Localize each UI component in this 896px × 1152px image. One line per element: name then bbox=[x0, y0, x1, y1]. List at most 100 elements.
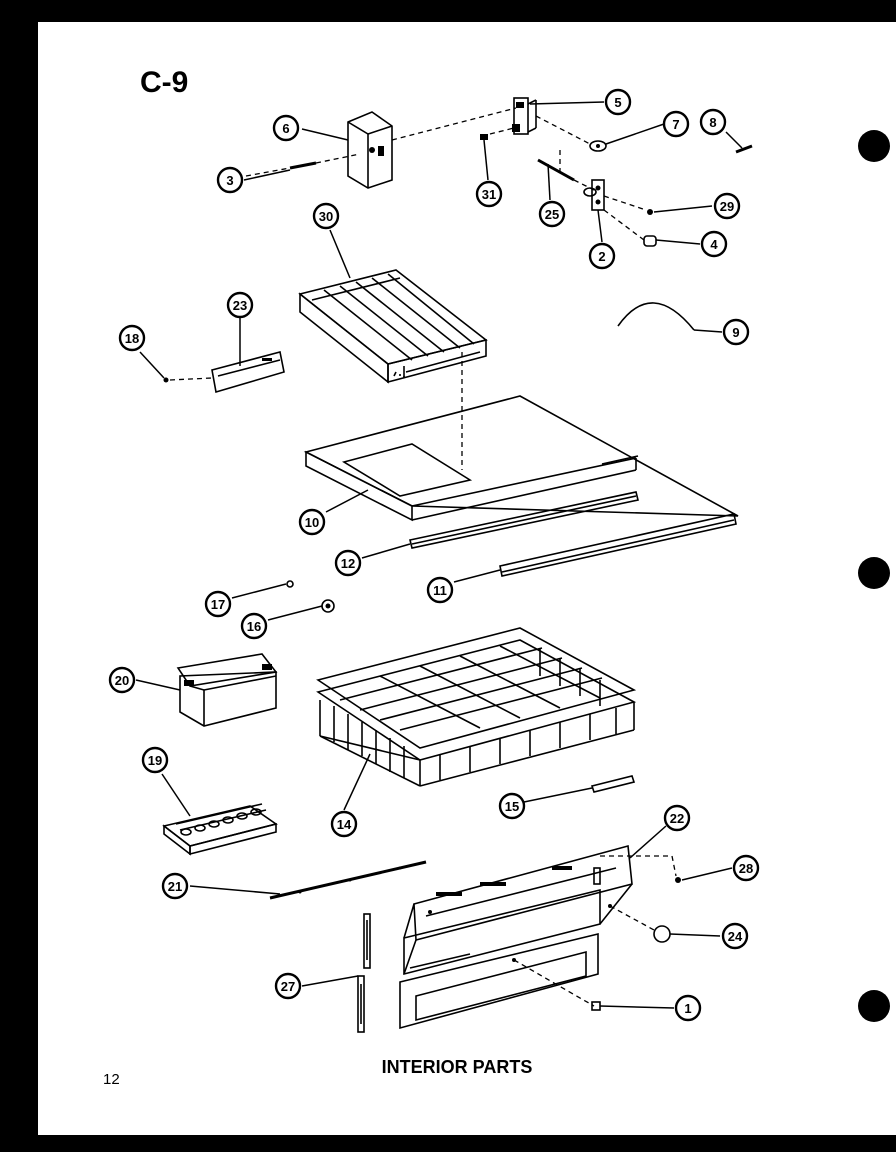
part-14 bbox=[316, 627, 637, 787]
callout-circle bbox=[118, 324, 146, 352]
part-17 bbox=[286, 580, 294, 588]
callout-23: 23 bbox=[226, 291, 254, 319]
callout-number: 11 bbox=[433, 583, 447, 598]
callout-circle bbox=[108, 666, 136, 694]
callout-number: 2 bbox=[598, 249, 605, 264]
callout-12: 12 bbox=[334, 549, 362, 577]
callout-number: 10 bbox=[305, 515, 319, 530]
callout-15: 15 bbox=[498, 792, 526, 820]
part-16 bbox=[321, 599, 335, 613]
callout-circle bbox=[662, 110, 690, 138]
callout-7: 7 bbox=[662, 110, 690, 138]
callout-19: 19 bbox=[141, 746, 169, 774]
part-21 bbox=[269, 860, 427, 900]
part-7 bbox=[535, 115, 607, 152]
callout-29: 29 bbox=[713, 192, 741, 220]
callout-circle bbox=[700, 230, 728, 258]
part-4 bbox=[603, 209, 657, 247]
callout-30: 30 bbox=[312, 202, 340, 230]
callout-18: 18 bbox=[118, 324, 146, 352]
callout-circle bbox=[538, 200, 566, 228]
callout-number: 20 bbox=[115, 673, 129, 688]
callout-11: 11 bbox=[426, 576, 454, 604]
callout-number: 23 bbox=[233, 298, 247, 313]
callout-number: 29 bbox=[720, 199, 734, 214]
callout-28: 28 bbox=[732, 854, 760, 882]
part-29 bbox=[603, 195, 653, 215]
callout-24: 24 bbox=[721, 922, 749, 950]
callout-circle bbox=[226, 291, 254, 319]
binder-hole-middle bbox=[858, 557, 890, 589]
callout-number: 30 bbox=[319, 209, 333, 224]
callout-circle bbox=[604, 88, 632, 116]
callout-circle bbox=[475, 180, 503, 208]
callout-number: 7 bbox=[672, 117, 679, 132]
callout-circle bbox=[312, 202, 340, 230]
callout-circle bbox=[298, 508, 326, 536]
part-23 bbox=[211, 351, 285, 394]
part-25 bbox=[537, 158, 595, 191]
callout-number: 18 bbox=[125, 331, 139, 346]
callout-number: 22 bbox=[670, 811, 684, 826]
part-24 bbox=[609, 905, 671, 943]
callout-number: 3 bbox=[226, 173, 233, 188]
leader-lines bbox=[135, 101, 743, 1009]
callout-circle bbox=[240, 612, 268, 640]
callout-1: 1 bbox=[674, 994, 702, 1022]
callout-number: 5 bbox=[614, 95, 621, 110]
callout-number: 27 bbox=[281, 979, 295, 994]
page-title: INTERIOR PARTS bbox=[382, 1057, 533, 1077]
part-2 bbox=[583, 179, 605, 211]
part-5 bbox=[513, 97, 537, 135]
callout-circle bbox=[674, 994, 702, 1022]
callout-number: 1 bbox=[684, 1001, 691, 1016]
callout-10: 10 bbox=[298, 508, 326, 536]
page-code: C-9 bbox=[140, 66, 188, 99]
part-31 bbox=[480, 124, 520, 140]
callout-9: 9 bbox=[722, 318, 750, 346]
callout-number: 16 bbox=[247, 619, 261, 634]
part-8 bbox=[735, 144, 753, 154]
callout-number: 24 bbox=[728, 929, 743, 944]
callout-circle bbox=[699, 108, 727, 136]
part-10 bbox=[303, 395, 739, 522]
callout-number: 4 bbox=[710, 237, 718, 252]
callout-25: 25 bbox=[538, 200, 566, 228]
callout-number: 12 bbox=[341, 556, 355, 571]
callout-6: 6 bbox=[272, 114, 300, 142]
callout-3: 3 bbox=[216, 166, 244, 194]
callout-number: 17 bbox=[211, 597, 225, 612]
callout-number: 31 bbox=[482, 187, 496, 202]
callout-14: 14 bbox=[330, 810, 358, 838]
callout-circle bbox=[141, 746, 169, 774]
part-20 bbox=[176, 653, 278, 727]
callout-circle bbox=[722, 318, 750, 346]
part-28 bbox=[675, 877, 681, 883]
assembly-line-6-5 bbox=[391, 107, 517, 141]
callout-4: 4 bbox=[700, 230, 728, 258]
callout-circle bbox=[216, 166, 244, 194]
callout-circle bbox=[588, 242, 616, 270]
part-27 bbox=[357, 913, 371, 1033]
callout-number: 6 bbox=[282, 121, 289, 136]
part-18 bbox=[163, 377, 213, 383]
callout-number: 14 bbox=[337, 817, 352, 832]
part-22 bbox=[399, 844, 677, 1030]
binder-hole-top bbox=[858, 130, 890, 162]
callout-circle bbox=[272, 114, 300, 142]
callout-20: 20 bbox=[108, 666, 136, 694]
callout-27: 27 bbox=[274, 972, 302, 1000]
callout-circle bbox=[498, 792, 526, 820]
callout-16: 16 bbox=[240, 612, 268, 640]
callout-number: 15 bbox=[505, 799, 519, 814]
callout-21: 21 bbox=[161, 872, 189, 900]
part-11 bbox=[499, 513, 737, 577]
callout-number: 25 bbox=[545, 207, 559, 222]
callout-circle bbox=[334, 549, 362, 577]
callout-number: 19 bbox=[148, 753, 162, 768]
callout-17: 17 bbox=[204, 590, 232, 618]
callout-circle bbox=[274, 972, 302, 1000]
page-number: 12 bbox=[103, 1071, 120, 1088]
